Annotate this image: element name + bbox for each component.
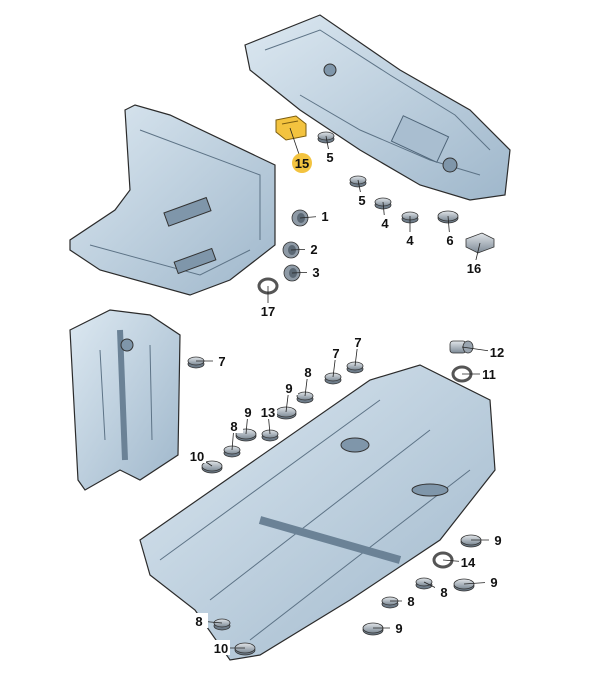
callout-c8e[interactable]: 8 — [190, 613, 208, 629]
callout-label: 9 — [244, 405, 251, 420]
callout-label: 17 — [261, 304, 275, 319]
callout-c17[interactable]: 17 — [259, 303, 277, 319]
part-c5a — [317, 131, 335, 144]
callout-c5b[interactable]: 5 — [353, 192, 371, 208]
callout-label: 9 — [285, 381, 292, 396]
callout-label: 15 — [295, 156, 309, 171]
callout-c5a[interactable]: 5 — [321, 149, 339, 165]
part-c8c — [415, 577, 433, 590]
callout-label: 1 — [321, 209, 328, 224]
callout-label: 13 — [261, 405, 275, 420]
callout-label: 8 — [230, 419, 237, 434]
callout-label: 10 — [190, 449, 204, 464]
callout-c4a[interactable]: 4 — [376, 215, 394, 231]
callout-label: 5 — [326, 150, 333, 165]
callout-label: 3 — [312, 265, 319, 280]
callout-label: 8 — [407, 594, 414, 609]
callout-c9a[interactable]: 9 — [280, 380, 298, 396]
part-c10b — [234, 642, 256, 656]
callout-label: 12 — [490, 345, 504, 360]
callout-c4b[interactable]: 4 — [401, 232, 419, 248]
callout-label: 5 — [358, 193, 365, 208]
callout-label: 8 — [195, 614, 202, 629]
callout-c7a[interactable]: 7 — [213, 353, 231, 369]
callout-c13[interactable]: 13 — [259, 404, 277, 420]
callout-c12[interactable]: 12 — [488, 344, 506, 360]
callout-c9b[interactable]: 9 — [239, 404, 257, 420]
callout-c8a[interactable]: 8 — [299, 364, 317, 380]
part-c15 — [275, 115, 307, 141]
callout-c3[interactable]: 3 — [307, 264, 325, 280]
callout-c9c[interactable]: 9 — [489, 532, 507, 548]
callout-c1[interactable]: 1 — [316, 208, 334, 224]
callout-label: 9 — [494, 533, 501, 548]
callout-label: 11 — [482, 367, 496, 382]
callout-label: 7 — [332, 346, 339, 361]
callout-label: 4 — [381, 216, 389, 231]
callout-c6[interactable]: 6 — [441, 232, 459, 248]
callout-c7b[interactable]: 7 — [327, 345, 345, 361]
callout-label: 16 — [467, 261, 481, 276]
callout-label: 7 — [354, 335, 361, 350]
rear-floor-pan-view — [244, 14, 511, 201]
callout-label: 4 — [406, 233, 414, 248]
callout-c16[interactable]: 16 — [465, 260, 483, 276]
part-c9c — [460, 534, 482, 548]
callout-label: 10 — [214, 641, 228, 656]
rear-interior-view — [69, 104, 276, 296]
callout-c7c[interactable]: 7 — [349, 334, 367, 350]
callout-c2[interactable]: 2 — [305, 241, 323, 257]
callout-c10a[interactable]: 10 — [188, 448, 206, 464]
front-floor-pan-view — [139, 364, 496, 661]
callout-c10b[interactable]: 10 — [212, 640, 230, 656]
callout-label: 8 — [304, 365, 311, 380]
callout-label: 6 — [446, 233, 453, 248]
center-tunnel-view — [69, 309, 181, 491]
callout-label: 9 — [490, 575, 497, 590]
callout-c15[interactable]: 15 — [292, 153, 312, 173]
part-c9d — [453, 578, 475, 592]
callout-label: 9 — [395, 621, 402, 636]
callout-c14[interactable]: 14 — [459, 554, 477, 570]
callout-c11[interactable]: 11 — [480, 366, 498, 382]
callout-c8c[interactable]: 8 — [435, 584, 453, 600]
callout-c9d[interactable]: 9 — [485, 574, 503, 590]
part-c7a — [187, 356, 205, 369]
callout-c8d[interactable]: 8 — [402, 593, 420, 609]
part-c8e — [213, 618, 231, 631]
callout-label: 8 — [440, 585, 447, 600]
callout-label: 2 — [310, 242, 317, 257]
callout-label: 7 — [218, 354, 225, 369]
part-c12 — [449, 340, 474, 354]
callout-c9e[interactable]: 9 — [390, 620, 408, 636]
callout-c8b[interactable]: 8 — [225, 418, 243, 434]
callout-label: 14 — [461, 555, 476, 570]
part-c14 — [432, 551, 454, 569]
part-c9e — [362, 622, 384, 636]
part-c8d — [381, 596, 399, 609]
